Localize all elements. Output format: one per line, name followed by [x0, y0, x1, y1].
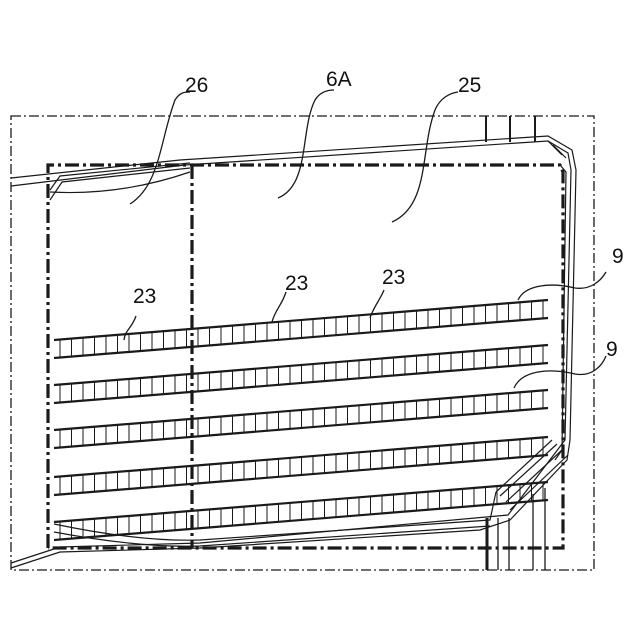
- heater-strip: [54, 345, 548, 403]
- label-23-right: 23: [382, 266, 405, 289]
- label-23-left: 23: [133, 285, 156, 308]
- label-9-lower: 9: [606, 338, 618, 361]
- label-6a: 6A: [326, 68, 352, 91]
- heater-strip: [54, 437, 548, 495]
- reference-labels: 26 6A 25 23 23 23 9 9: [133, 68, 624, 361]
- heater-strip: [54, 390, 548, 448]
- heater-strips: [54, 300, 548, 540]
- top-ribs: [486, 116, 535, 142]
- label-25: 25: [458, 74, 481, 97]
- leader-lines: [124, 90, 606, 388]
- heater-strip: [54, 482, 548, 540]
- label-9-upper: 9: [612, 245, 624, 268]
- label-26: 26: [185, 74, 208, 97]
- label-23-middle: 23: [285, 272, 308, 295]
